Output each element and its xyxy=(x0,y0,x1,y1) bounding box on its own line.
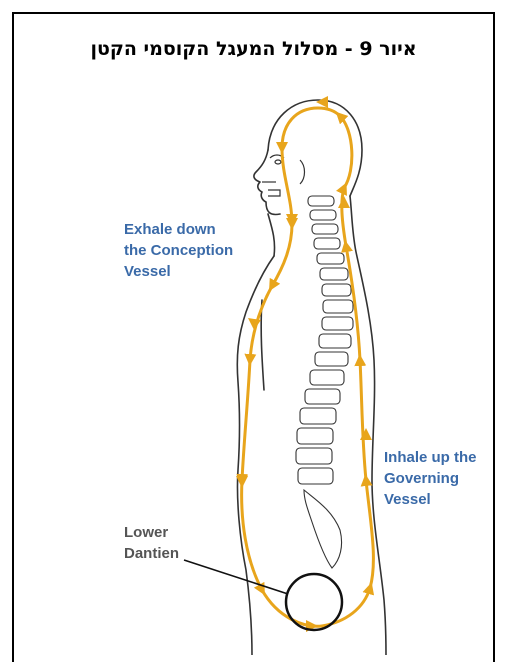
lower-dantien-circle xyxy=(286,574,342,630)
inhale-label-line-1: Inhale up the xyxy=(384,447,477,468)
dantien-label-line-1: Lower xyxy=(124,522,179,543)
exhale-label-line-2: the Conception xyxy=(124,240,233,261)
dantien-pointer xyxy=(184,560,288,594)
dantien-label-line-2: Dantien xyxy=(124,543,179,564)
inhale-label-line-3: Vessel xyxy=(384,489,477,510)
exhale-label-line-3: Vessel xyxy=(124,261,233,282)
exhale-label: Exhale down the Conception Vessel xyxy=(124,219,233,282)
inhale-label-line-2: Governing xyxy=(384,468,477,489)
dantien-label: Lower Dantien xyxy=(124,522,179,564)
exhale-label-line-1: Exhale down xyxy=(124,219,233,240)
inhale-label: Inhale up the Governing Vessel xyxy=(384,447,477,510)
spine-icon xyxy=(296,196,353,568)
